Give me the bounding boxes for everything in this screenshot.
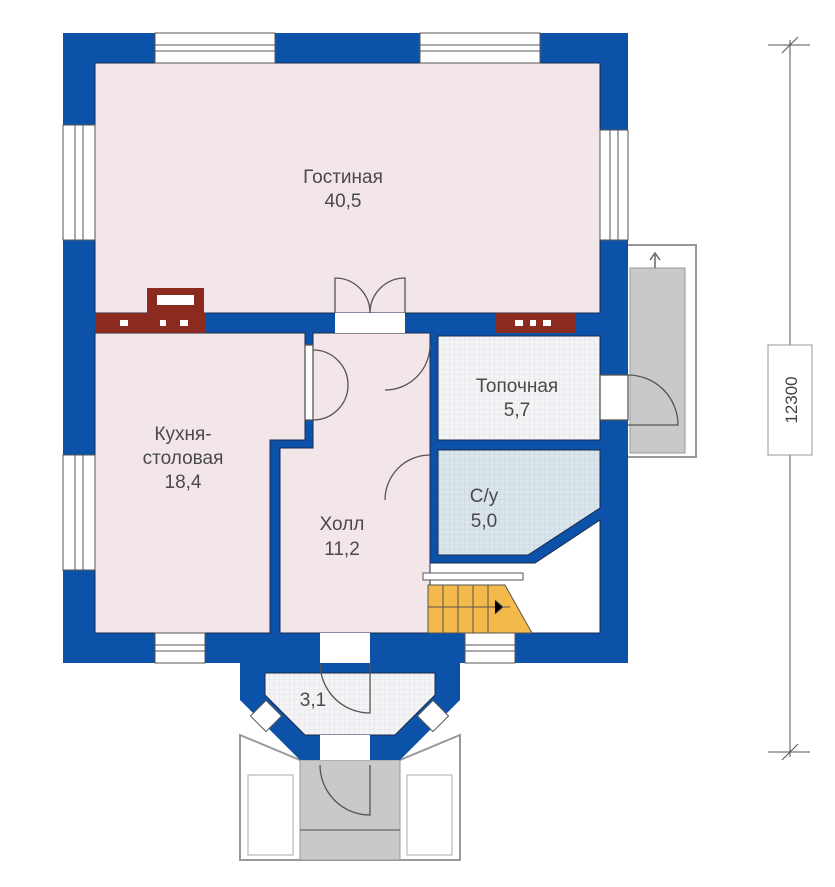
room-area-bathroom: 5,0: [471, 511, 497, 532]
stairs: [422, 572, 533, 634]
doors: [304, 277, 679, 816]
room-bathroom: [437, 449, 601, 556]
room-label-bathroom: С/у: [470, 486, 499, 507]
room-boiler: [437, 335, 601, 441]
room-label-living: Гостиная: [303, 167, 383, 188]
room-area-kitchen: 18,4: [165, 472, 202, 493]
windows: [62, 32, 629, 733]
fireplace-right: [495, 313, 575, 333]
room-label-kitchen: Кухня-: [154, 424, 211, 445]
dimension-label: 12300: [782, 376, 801, 423]
room-label-kitchen-2: столовая: [143, 448, 224, 469]
room-kitchen: [94, 332, 306, 634]
room-hall: [279, 332, 431, 634]
room-area-hall: 11,2: [324, 539, 360, 560]
room-vestibule: [264, 672, 436, 736]
room-area-living: 40,5: [325, 191, 362, 212]
room-living: [94, 62, 601, 314]
room-area-vestibule: 3,1: [300, 690, 326, 711]
room-area-boiler: 5,7: [504, 400, 530, 421]
fireplace-left: [95, 288, 205, 333]
room-label-hall: Холл: [320, 514, 365, 535]
side-porch: [625, 244, 697, 458]
dimension-line: [767, 36, 813, 761]
room-label-boiler: Топочная: [476, 376, 558, 397]
